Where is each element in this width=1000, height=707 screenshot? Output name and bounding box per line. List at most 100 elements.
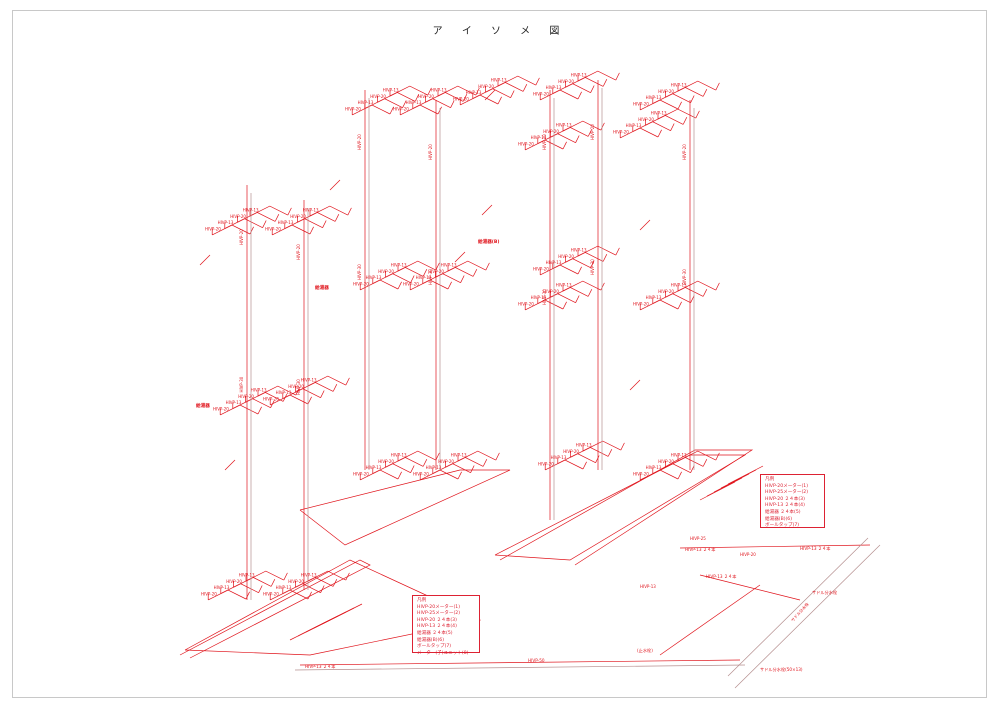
pipe-size-label: HIVP-20 (542, 134, 547, 150)
pipe-size-label: HIVP-20 (590, 124, 595, 140)
legend-row: ボールタップ(7) (765, 523, 800, 529)
fixture-stub (262, 220, 267, 228)
fixture-stub (677, 471, 682, 480)
fixture-stub (495, 452, 500, 461)
pipe-size-label: HIVP-20 (238, 394, 254, 399)
service-branch (699, 574, 801, 601)
fixture-stub (702, 89, 708, 97)
fixture-stub (307, 591, 312, 600)
main-loop (184, 559, 482, 656)
pipe-size-label: HIVP-13 (366, 465, 382, 470)
header-pipe (321, 603, 363, 625)
branch-pipe (309, 205, 348, 217)
pipe-size-label: HIVP-20 (263, 396, 279, 401)
branch-pipe (562, 280, 601, 292)
pipe-size-label: HIVP-20 (478, 84, 494, 89)
floor-loop-outer (499, 449, 754, 566)
pipe-size-label: HIVP-20 (205, 226, 221, 231)
pipe-size-label: HIVP-30 (682, 269, 687, 285)
pipe-size-label: HIVP-20 (558, 254, 574, 259)
branch-pipe (657, 108, 696, 120)
pipe-size-label: サドル分水栓 (789, 601, 810, 623)
fixture-stub (482, 459, 488, 467)
pipe-size-label: HIVP-13 (531, 135, 547, 140)
branch-pipe (257, 385, 296, 397)
vent-stub (199, 254, 211, 266)
vent-stub (329, 179, 341, 191)
pipe-size-label: HIVP-13 (556, 283, 572, 288)
vent-stub (639, 219, 651, 231)
supply-label-right: サドル分水栓 (812, 589, 838, 596)
fixture-stub (602, 254, 608, 262)
branch-pipe (677, 80, 716, 92)
fixture-stub (422, 269, 428, 277)
pipe-size-label: HIVP-13 (278, 220, 294, 225)
annotation-left: 給湯器 (196, 402, 210, 409)
branch-pipe (447, 260, 486, 272)
annotation-top: 給湯器(B) (478, 238, 499, 245)
fixture-stub (577, 266, 582, 275)
vent-stub (454, 251, 466, 263)
fixture-stub (402, 100, 407, 108)
fixture-stub (470, 465, 475, 473)
pipe-size-label: HIVP-13 (391, 453, 407, 458)
branch-pipe (249, 205, 288, 217)
fixture-stub (600, 122, 605, 131)
fixture-stub (320, 585, 325, 593)
pipe-size-label: HIVP-20 (453, 96, 469, 101)
pipe-size-label: HIVP-13 (276, 390, 292, 395)
fixture-stub (309, 226, 314, 235)
pipe-size-label: HIVP-20 (558, 79, 574, 84)
pipe-size-label: HIVP-20 (613, 129, 629, 134)
fixture-stub (450, 100, 455, 108)
fixture-stub (690, 465, 695, 473)
service-main-offset (294, 664, 746, 671)
pipe-size-label: HIVP-30 (542, 289, 547, 305)
pipe-size-label: HIVP-13 (416, 275, 432, 280)
vent-stub (484, 89, 496, 101)
pipe-size-label: HIVP-13 (551, 455, 567, 460)
pipe-size-label: HIVP-20 (239, 229, 244, 245)
meter-label: (止水栓) (637, 647, 653, 654)
pipe-size-label: HIVP-20 (658, 89, 674, 94)
fixture-stub (410, 465, 415, 473)
pipe-size-label: HIVP-20 (658, 289, 674, 294)
pipe-size-label: HIVP-20 (633, 471, 649, 476)
legend-row: HIVP-20メーター(1) (417, 604, 461, 610)
fixture-stub (535, 77, 540, 86)
fixture-stub (389, 106, 394, 115)
legend-title: 凡例 (417, 598, 427, 603)
branch-pipe (245, 570, 284, 582)
fixture-stub (332, 384, 338, 392)
fixture-stub (334, 214, 340, 222)
branch-pipe (577, 70, 616, 82)
legend-row: HIVP-13 ２４本(4) (765, 503, 805, 509)
main-loop-inner (179, 559, 371, 659)
pipe-size-label: HIVP-13 (531, 295, 547, 300)
annotation-mid: 給湯器 (315, 284, 329, 291)
branch-note-1: HIVP-13 ２４本 (685, 546, 716, 553)
pipe-size-label: HIVP-20 (353, 471, 369, 476)
pipe-size-label: HIVP-30 (239, 376, 244, 392)
fixture-stub (595, 455, 600, 463)
fixture-stub (690, 95, 695, 103)
pipe-size-label: HIVP-20 (213, 406, 229, 411)
pipe-size-label: HIVP-13 (301, 573, 317, 578)
pipe-size-label: HIVP-20 (357, 134, 362, 150)
fixture-stub (715, 82, 720, 91)
pipe-size-label: HIVP-20 (418, 94, 434, 99)
pipe-size-label: HIVP-13 (571, 248, 587, 253)
pipe-size-label: HIVP-20 (296, 244, 301, 260)
pipe-size-label: HIVP-30 (428, 269, 433, 285)
pipe-size-label: HIVP-13 (546, 85, 562, 90)
legend-title: 凡例 (765, 477, 775, 482)
fixture-stub (590, 85, 595, 93)
legend-box-right: 凡例 HIVP-20メーター(1) HIVP-25メーター(2) HIVP-20… (760, 474, 825, 528)
fixture-stub (695, 110, 700, 119)
fixture-stub (522, 84, 528, 92)
pipe-size-label: HIVP-20 (345, 106, 361, 111)
fixture-stub (575, 135, 580, 143)
branch-pipe (497, 75, 536, 87)
branch-pipe (389, 85, 428, 97)
fixture-stub (320, 390, 325, 398)
